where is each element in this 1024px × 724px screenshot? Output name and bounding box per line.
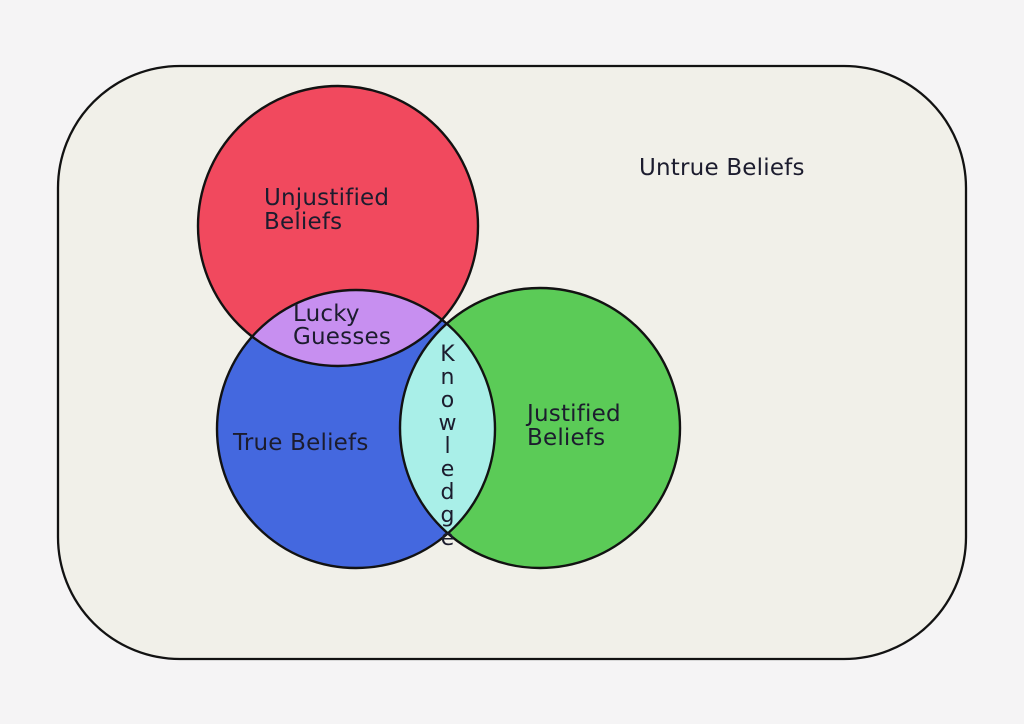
unjustified-beliefs-label: Unjustified Beliefs: [264, 185, 390, 236]
justified-beliefs-label: Justified Beliefs: [527, 401, 621, 452]
knowledge-lens: [400, 290, 495, 568]
lucky-guesses-label: Lucky Guesses: [293, 301, 392, 350]
knowledge-label: Knowledge: [435, 342, 460, 549]
true-beliefs-label: True Beliefs: [233, 430, 369, 456]
untrue-beliefs-label: Untrue Beliefs: [639, 155, 805, 181]
circle-outlines: [196, 84, 682, 570]
unjustified-beliefs-circle: [198, 86, 478, 366]
